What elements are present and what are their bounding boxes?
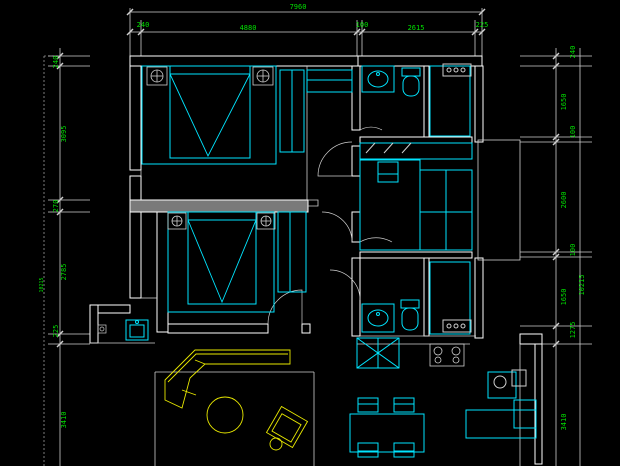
wardrobe-lower — [277, 211, 307, 293]
dim-right-1: 240 — [569, 46, 577, 59]
dim-right-4: 2600 — [560, 192, 568, 209]
dim-top-5: 225 — [476, 21, 489, 29]
sofa-icon — [164, 349, 291, 409]
sink-icon — [361, 65, 395, 93]
dim-left-overall: 10215 — [39, 277, 45, 292]
washer-unit-top — [429, 63, 472, 137]
coffee-table — [206, 396, 244, 434]
dim-top-4: 2615 — [408, 24, 425, 32]
drain-icon — [97, 324, 107, 334]
side-table — [269, 437, 283, 451]
dim-left-2: 3095 — [60, 126, 68, 143]
dimension-ticks — [56, 8, 560, 348]
dim-top-1: 240 — [137, 21, 150, 29]
dim-right-8: 3410 — [560, 414, 568, 431]
toilet-icon — [401, 67, 421, 97]
bed-icon — [167, 211, 275, 313]
nightstand-lamp-right — [252, 66, 274, 86]
room-outlines — [90, 66, 521, 466]
dim-right-overall: 10215 — [578, 274, 586, 295]
door-swings — [267, 126, 393, 325]
dim-right-6: 1650 — [560, 289, 568, 306]
dim-top-2: 4880 — [240, 24, 257, 32]
dim-left-1: 240 — [52, 56, 60, 69]
dim-left-5: 225 — [52, 325, 60, 338]
dim-left-3: 270 — [52, 200, 60, 213]
wardrobe-top — [279, 69, 353, 153]
dim-top-overall: 7960 — [290, 3, 307, 11]
exterior-guide — [43, 55, 60, 466]
nightstand-lamp-left — [167, 212, 187, 230]
chair-icon — [487, 369, 527, 399]
dim-top-3: 100 — [356, 21, 369, 29]
nightstand-lamp-right — [256, 212, 276, 230]
dim-left-4: 2785 — [60, 264, 68, 281]
dim-right-5: 100 — [569, 244, 577, 257]
dim-right-3: 100 — [569, 126, 577, 139]
dim-right-7: 1275 — [569, 322, 577, 339]
stove-icon — [429, 343, 465, 367]
kitchen-counter — [465, 399, 537, 439]
dim-left-6: 3410 — [60, 412, 68, 429]
shower-tray — [356, 337, 400, 369]
bed-icon — [141, 65, 277, 165]
sink-icon — [361, 303, 395, 333]
nightstand-lamp-left — [146, 66, 168, 86]
sink-icon — [125, 319, 149, 341]
table-icon — [349, 397, 425, 458]
toilet-icon — [400, 299, 420, 331]
dim-right-2: 1650 — [560, 94, 568, 111]
walls — [89, 55, 543, 465]
washer-unit-lower — [429, 261, 472, 335]
desk-area — [359, 142, 473, 251]
armchair — [265, 405, 309, 449]
